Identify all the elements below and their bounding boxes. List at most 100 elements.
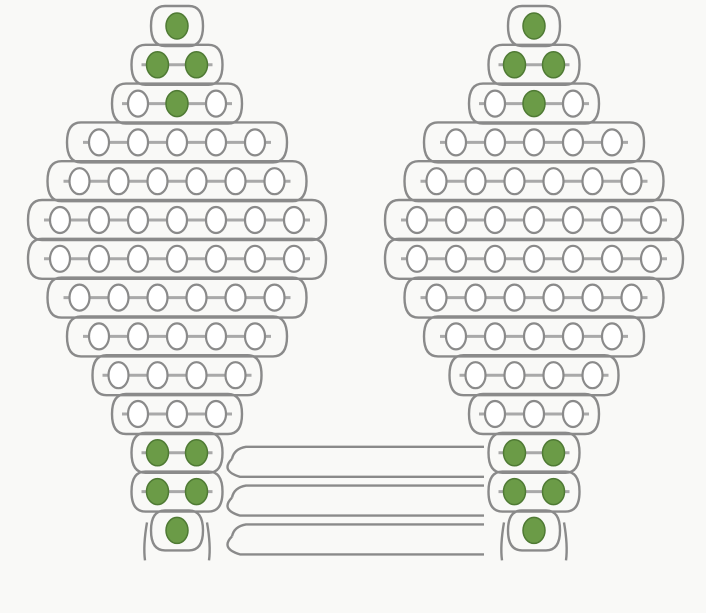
- left-motif-row-5-bead-6: [265, 168, 285, 194]
- right-motif-row-10-bead-4: [583, 362, 603, 388]
- left-motif-row-4-bead-5: [245, 129, 265, 155]
- left-motif-row-11-bead-2: [167, 401, 187, 427]
- right-motif-row-4-bead-1: [446, 129, 466, 155]
- left-motif-row-4-bead-4: [206, 129, 226, 155]
- right-motif-row-7-bead-3: [485, 246, 505, 272]
- right-motif-row-10-bead-1: [466, 362, 486, 388]
- right-motif-row-6-bead-4: [524, 207, 544, 233]
- right-motif-row-8-bead-6: [622, 285, 642, 311]
- left-motif-row-2-bead-1-green: [147, 52, 169, 78]
- left-motif-row-13-bead-2-green: [186, 479, 208, 505]
- left-motif-row-11-bead-1: [128, 401, 148, 427]
- right-motif-row-5-bead-4: [544, 168, 564, 194]
- right-motif-row-9-bead-2: [485, 323, 505, 349]
- left-motif-row-1-bead-1-green: [166, 13, 188, 39]
- left-motif-row-6-bead-6: [245, 207, 265, 233]
- left-motif-row-6-bead-2: [89, 207, 109, 233]
- left-motif-row-3-bead-3: [206, 91, 226, 117]
- right-motif-row-6-bead-5: [563, 207, 583, 233]
- right-motif-leg-wire-right: [564, 522, 567, 560]
- right-motif-row-7-bead-1: [407, 246, 427, 272]
- left-motif-row-10-bead-1: [109, 362, 129, 388]
- right-motif-row-13-bead-1-green: [504, 479, 526, 505]
- left-motif-row-7-bead-3: [128, 246, 148, 272]
- right-motif-row-7-bead-7: [641, 246, 661, 272]
- left-motif-row-5-bead-2: [109, 168, 129, 194]
- right-motif-row-7-bead-5: [563, 246, 583, 272]
- left-motif-row-8-bead-3: [148, 285, 168, 311]
- right-motif-row-3-bead-2-green: [523, 91, 545, 117]
- right-motif-row-8-bead-5: [583, 285, 603, 311]
- left-motif-row-5-bead-4: [187, 168, 207, 194]
- left-motif-leg-wire-left: [144, 522, 147, 560]
- connecting-loop-3-upper: [232, 524, 484, 536]
- right-motif-row-12-bead-2-green: [543, 440, 565, 466]
- left-motif-row-8-bead-5: [226, 285, 246, 311]
- right-motif-row-8-bead-3: [505, 285, 525, 311]
- connecting-loop-2-upper: [232, 486, 484, 498]
- left-motif-row-6-bead-4: [167, 207, 187, 233]
- left-motif-row-7-bead-6: [245, 246, 265, 272]
- right-motif-row-12-bead-1-green: [504, 440, 526, 466]
- right-motif-row-11-bead-2: [524, 401, 544, 427]
- right-motif-row-6-bead-7: [641, 207, 661, 233]
- connecting-loop-1-lower: [228, 459, 485, 477]
- right-motif-row-9-bead-1: [446, 323, 466, 349]
- right-motif-row-8-bead-2: [466, 285, 486, 311]
- right-motif-row-1-bead-1-green: [523, 13, 545, 39]
- left-motif-row-4-bead-3: [167, 129, 187, 155]
- left-motif-row-7-bead-1: [50, 246, 70, 272]
- left-motif-row-10-bead-4: [226, 362, 246, 388]
- left-motif-row-4-bead-1: [89, 129, 109, 155]
- left-motif-row-8-bead-1: [70, 285, 90, 311]
- left-motif-row-12-bead-2-green: [186, 440, 208, 466]
- left-motif-row-9-bead-5: [245, 323, 265, 349]
- left-motif-row-11-bead-3: [206, 401, 226, 427]
- right-motif-row-4-bead-3: [524, 129, 544, 155]
- right-motif-row-4-bead-5: [602, 129, 622, 155]
- right-motif-row-10-bead-3: [544, 362, 564, 388]
- right-motif-row-4-bead-2: [485, 129, 505, 155]
- left-motif-row-9-bead-4: [206, 323, 226, 349]
- right-motif-row-5-bead-5: [583, 168, 603, 194]
- left-motif-row-7-bead-2: [89, 246, 109, 272]
- right-motif-leg-wire-left: [501, 522, 504, 560]
- right-motif-row-6-bead-6: [602, 207, 622, 233]
- left-motif-leg-wire-right: [207, 522, 210, 560]
- left-motif-row-9-bead-2: [128, 323, 148, 349]
- right-motif-row-10-bead-2: [505, 362, 525, 388]
- left-motif-row-13-bead-1-green: [147, 479, 169, 505]
- left-motif-row-8-bead-4: [187, 285, 207, 311]
- right-motif-row-5-bead-6: [622, 168, 642, 194]
- right-motif-row-14-bead-1-green: [523, 517, 545, 543]
- left-motif-row-5-bead-1: [70, 168, 90, 194]
- left-motif-row-10-bead-3: [187, 362, 207, 388]
- left-motif-row-6-bead-7: [284, 207, 304, 233]
- left-motif-row-6-bead-3: [128, 207, 148, 233]
- right-motif-row-3-bead-1: [485, 91, 505, 117]
- connecting-loop-1-upper: [232, 447, 484, 459]
- right-motif-row-4-bead-4: [563, 129, 583, 155]
- left-motif-row-7-bead-7: [284, 246, 304, 272]
- right-motif-row-11-bead-1: [485, 401, 505, 427]
- left-motif-row-2-bead-2-green: [186, 52, 208, 78]
- left-motif-row-5-bead-3: [148, 168, 168, 194]
- left-motif-row-8-bead-2: [109, 285, 129, 311]
- right-motif-row-7-bead-6: [602, 246, 622, 272]
- left-motif-row-9-bead-3: [167, 323, 187, 349]
- wire-loops: [28, 6, 683, 560]
- left-motif-row-3-bead-2-green: [166, 91, 188, 117]
- right-motif-row-2-bead-1-green: [504, 52, 526, 78]
- right-motif-row-9-bead-5: [602, 323, 622, 349]
- left-motif-row-10-bead-2: [148, 362, 168, 388]
- right-motif-row-5-bead-2: [466, 168, 486, 194]
- right-motif-row-11-bead-3: [563, 401, 583, 427]
- right-motif-row-5-bead-3: [505, 168, 525, 194]
- right-motif-row-6-bead-1: [407, 207, 427, 233]
- left-motif-row-12-bead-1-green: [147, 440, 169, 466]
- left-motif-row-14-bead-1-green: [166, 517, 188, 543]
- right-motif-row-6-bead-3: [485, 207, 505, 233]
- left-motif-row-9-bead-1: [89, 323, 109, 349]
